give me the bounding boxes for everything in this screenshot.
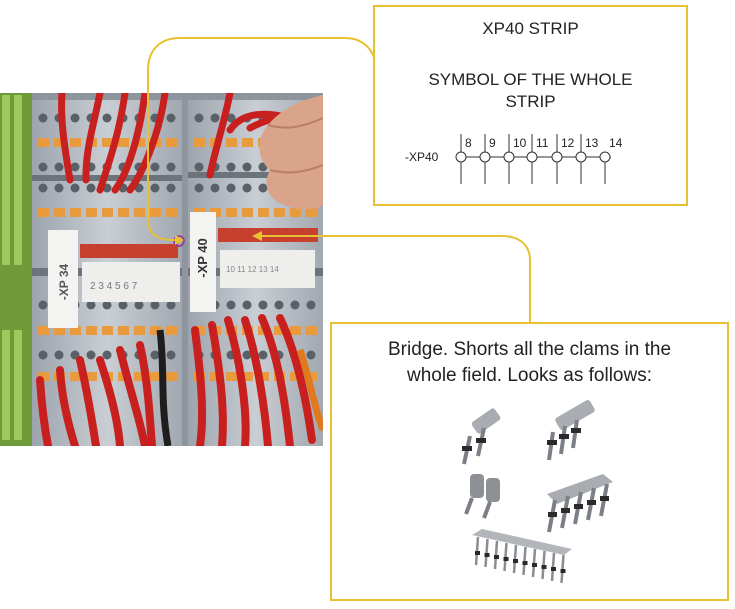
bridge-left	[80, 244, 178, 258]
strip-terminal-number: 10	[513, 136, 527, 150]
bridge-2-pole-icon	[462, 408, 501, 465]
strip-terminal-number: 9	[489, 136, 496, 150]
strip-terminal-circle	[479, 151, 491, 163]
bridge-10-pole-comb-icon	[472, 529, 572, 584]
bridge-callout-box: Bridge. Shorts all the clams in the whol…	[330, 322, 729, 601]
strip-terminal-number: 8	[465, 136, 472, 150]
strip-terminal-circle	[575, 151, 587, 163]
strip-subtitle-line1: SYMBOL OF THE WHOLE	[428, 70, 633, 89]
strip-symbol: 8 9 10 11 12 13 14	[455, 134, 623, 184]
connector-bridge	[262, 235, 531, 322]
terminal-photo: -XP 34 -XP 40 2 3 4 5 6 7 10 11 12 13 14	[0, 93, 323, 446]
strip-subtitle-line2: STRIP	[505, 92, 556, 111]
bridge-5-pole-icon	[547, 474, 613, 533]
marker-xp34: -XP 34	[57, 263, 71, 300]
numbers-right: 10 11 12 13 14	[226, 265, 279, 274]
bridge-text-line2: whole field. Looks as follows:	[406, 365, 652, 386]
bridge-illustrations	[462, 400, 613, 584]
strip-callout-box: XP40 STRIP SYMBOL OF THE WHOLE STRIP -XP…	[373, 5, 688, 206]
marker-xp40: -XP 40	[195, 238, 210, 278]
connector-strip	[147, 37, 376, 241]
strip-terminal-circle	[599, 151, 611, 163]
strip-terminal-circle	[551, 151, 563, 163]
strip-terminal-circle	[503, 151, 515, 163]
bridge-3-pole-icon	[547, 400, 595, 461]
bridge-2-pole-insulated-icon	[464, 474, 500, 519]
bridge-text-line1: Bridge. Shorts all the clams in the	[387, 339, 672, 360]
strip-terminal-circle	[526, 151, 538, 163]
strip-terminal-number: 11	[536, 136, 549, 150]
strip-terminal-circle	[455, 151, 467, 163]
strip-terminal-number: 13	[585, 136, 599, 150]
strip-title: XP40 STRIP	[482, 19, 579, 38]
strip-terminal-number: 12	[561, 136, 575, 150]
strip-terminal-number: 14	[609, 136, 623, 150]
strip-symbol-label: -XP40	[405, 150, 439, 164]
numbers-left: 2 3 4 5 6 7	[90, 281, 138, 292]
